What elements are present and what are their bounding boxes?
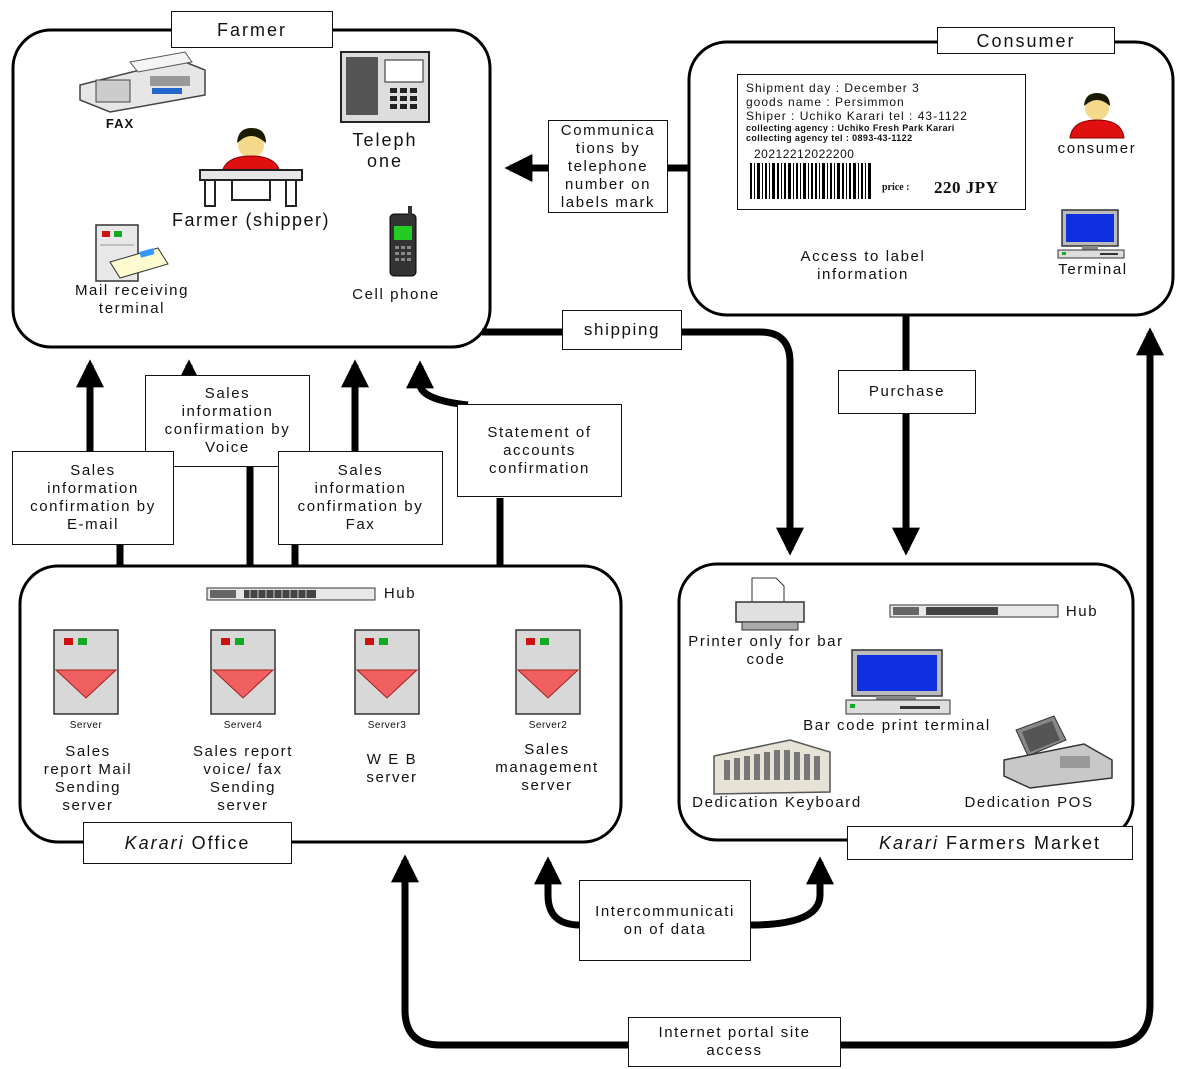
shipping-label: shipping (562, 310, 682, 350)
farmer-shipper-label: Farmer (shipper) (171, 210, 331, 230)
barcode-icon (750, 163, 871, 199)
server-tag-2: Server4 (223, 720, 263, 731)
server-label-4: Sales management server (495, 741, 599, 794)
server-label-3: W E B server (366, 751, 418, 786)
shipping-arrow (482, 328, 804, 556)
label-line-goods: goods name : Persimmon (746, 95, 905, 109)
intercom-left-arrow (534, 856, 581, 929)
server-label-1: Sales report Mail Sending server (43, 743, 133, 814)
barcode-number: 20212212022200 (754, 147, 855, 161)
pos-icon (1003, 715, 1113, 789)
consumer-terminal-icon (1057, 209, 1125, 259)
server-tag-4: Server2 (528, 720, 568, 731)
label-line-agency-tel: collecting agency tel : 0893-43-1122 (746, 133, 913, 143)
market-hub-icon (889, 604, 1059, 618)
internet-left-arrow (391, 854, 628, 1049)
keyboard-label: Dedication Keyboard (692, 794, 862, 811)
intercommunication-label: Intercommunicati on of data (579, 880, 751, 961)
market-title-rest: Farmers Market (939, 833, 1102, 853)
print-terminal-icon (845, 649, 951, 715)
telephone-icon (340, 51, 430, 123)
access-label: Access to label information (800, 248, 926, 283)
market-hub-label: Hub (1065, 603, 1099, 620)
sales-email-label: Sales information confirmation by E-mail (12, 451, 174, 545)
cell-phone-icon (389, 206, 417, 277)
internet-label: Internet portal site access (628, 1017, 841, 1067)
price-label: price : (882, 182, 910, 193)
printer-label: Printer only for bar code (688, 633, 844, 668)
printer-icon (735, 577, 805, 631)
telephone-label: Teleph one (352, 130, 418, 171)
fax-label: FAX (105, 116, 135, 131)
office-title: Karari Office (83, 822, 292, 864)
consumer-person-icon (1069, 93, 1125, 139)
server-icon-3 (354, 629, 420, 715)
label-line-shipment-day: Shipment day : December 3 (746, 81, 920, 95)
intercom-right-arrow (749, 856, 834, 929)
fax-icon (79, 51, 206, 113)
price-value: 220 JPY (934, 178, 999, 197)
market-title: Karari Farmers Market (847, 826, 1133, 860)
office-title-rest: Office (184, 833, 251, 853)
consumer-container (687, 40, 1175, 317)
consumer-label: consumer (1057, 140, 1137, 157)
label-line-shipper: Shiper : Uchiko Karari tel : 43-1122 (746, 109, 968, 123)
consumer-terminal-label: Terminal (1058, 261, 1128, 278)
server-icon-2 (210, 629, 276, 715)
server-tag-1: Server (69, 720, 103, 731)
print-terminal-label: Bar code print terminal (803, 717, 991, 734)
cell-phone-label: Cell phone (352, 286, 440, 303)
mail-terminal-label: Mail receiving terminal (74, 282, 190, 317)
pos-label: Dedication POS (964, 794, 1094, 811)
server-icon-4 (515, 629, 581, 715)
office-title-italic: Karari (124, 833, 185, 853)
market-title-italic: Karari (878, 833, 939, 853)
office-container (18, 564, 623, 844)
server-icon-1 (53, 629, 119, 715)
label-line-agency: collecting agency : Uchiko Fresh Park Ka… (746, 123, 955, 133)
communications-label: Communica tions by telephone number on l… (548, 120, 668, 213)
statement-arrow-head (406, 360, 469, 409)
internet-right-arrow (840, 327, 1164, 1049)
sales-fax-label: Sales information confirmation by Fax (278, 451, 443, 545)
purchase-label: Purchase (838, 370, 976, 414)
server-tag-3: Server3 (367, 720, 407, 731)
consumer-title: Consumer (937, 27, 1115, 54)
mail-terminal-icon (95, 224, 169, 282)
office-hub-icon (206, 587, 376, 601)
keyboard-icon (713, 739, 831, 795)
farmer-person-icon (199, 128, 303, 207)
statement-label: Statement of accounts confirmation (457, 404, 622, 497)
shipping-label-card: Shipment day : December 3 goods name : P… (737, 74, 1026, 210)
server-label-2: Sales report voice/ fax Sending server (192, 743, 294, 814)
farmer-title: Farmer (171, 11, 333, 48)
office-hub-label: Hub (383, 585, 417, 602)
